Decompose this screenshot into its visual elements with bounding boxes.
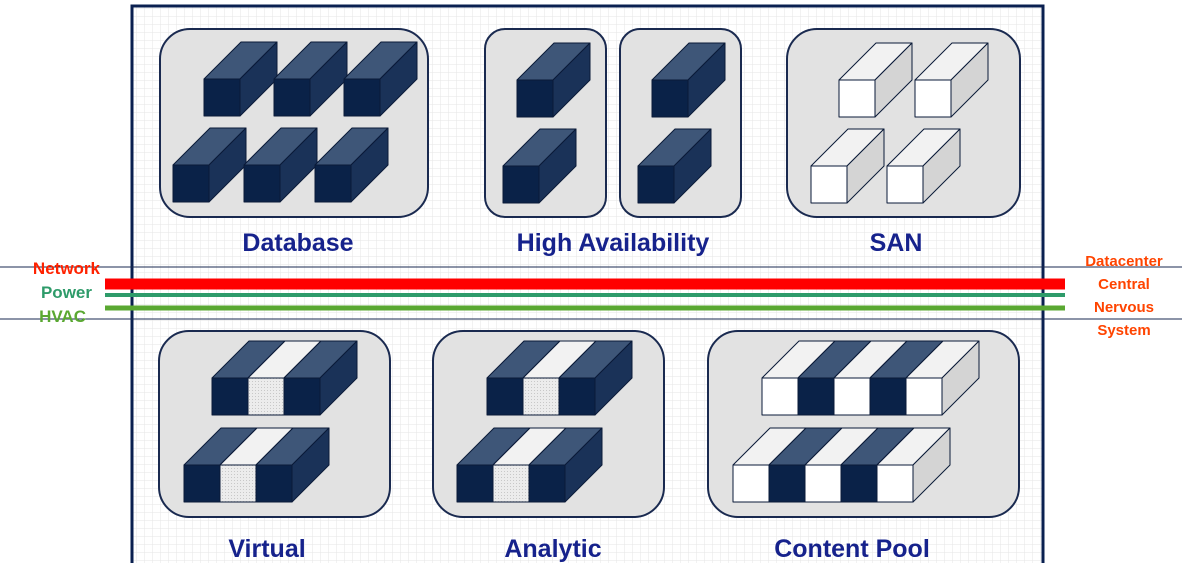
database-server-icon: [314, 127, 389, 203]
analytic-rack-icon: [528, 427, 603, 503]
san-label: SAN: [870, 229, 923, 257]
database-server-icon: [243, 127, 318, 203]
ha-server-icon: [637, 128, 712, 204]
database-server-icon: [203, 41, 278, 117]
server-icons: [172, 41, 989, 503]
content-pool-rack-icon: [905, 340, 980, 416]
content-pool-rack-icon: [876, 427, 951, 503]
cns-label-line-1: Datacenter: [1085, 253, 1163, 270]
cns-label-line-2: Central: [1098, 276, 1150, 293]
database-server-icon: [273, 41, 348, 117]
content-pool-label: Content Pool: [774, 535, 930, 563]
virtual-label: Virtual: [228, 535, 305, 563]
database-label: Database: [242, 229, 353, 257]
san-storage-icon: [886, 128, 961, 204]
analytic-rack-icon: [558, 340, 633, 416]
high-availability-label: High Availability: [517, 229, 710, 257]
network-label: Network: [33, 259, 101, 278]
ha-server-icon: [651, 42, 726, 118]
database-server-icon: [343, 41, 418, 117]
cns-label-line-3: Nervous: [1094, 299, 1154, 316]
san-storage-icon: [810, 128, 885, 204]
analytic-label: Analytic: [504, 535, 601, 563]
san-storage-icon: [838, 42, 913, 118]
ha-server-icon: [502, 128, 577, 204]
virtual-rack-icon: [255, 427, 330, 503]
ha-server-icon: [516, 42, 591, 118]
san-storage-icon: [914, 42, 989, 118]
power-label: Power: [41, 283, 92, 302]
virtual-rack-icon: [283, 340, 358, 416]
hvac-label: HVAC: [39, 307, 86, 326]
database-server-icon: [172, 127, 247, 203]
cns-label-line-4: System: [1097, 322, 1150, 339]
